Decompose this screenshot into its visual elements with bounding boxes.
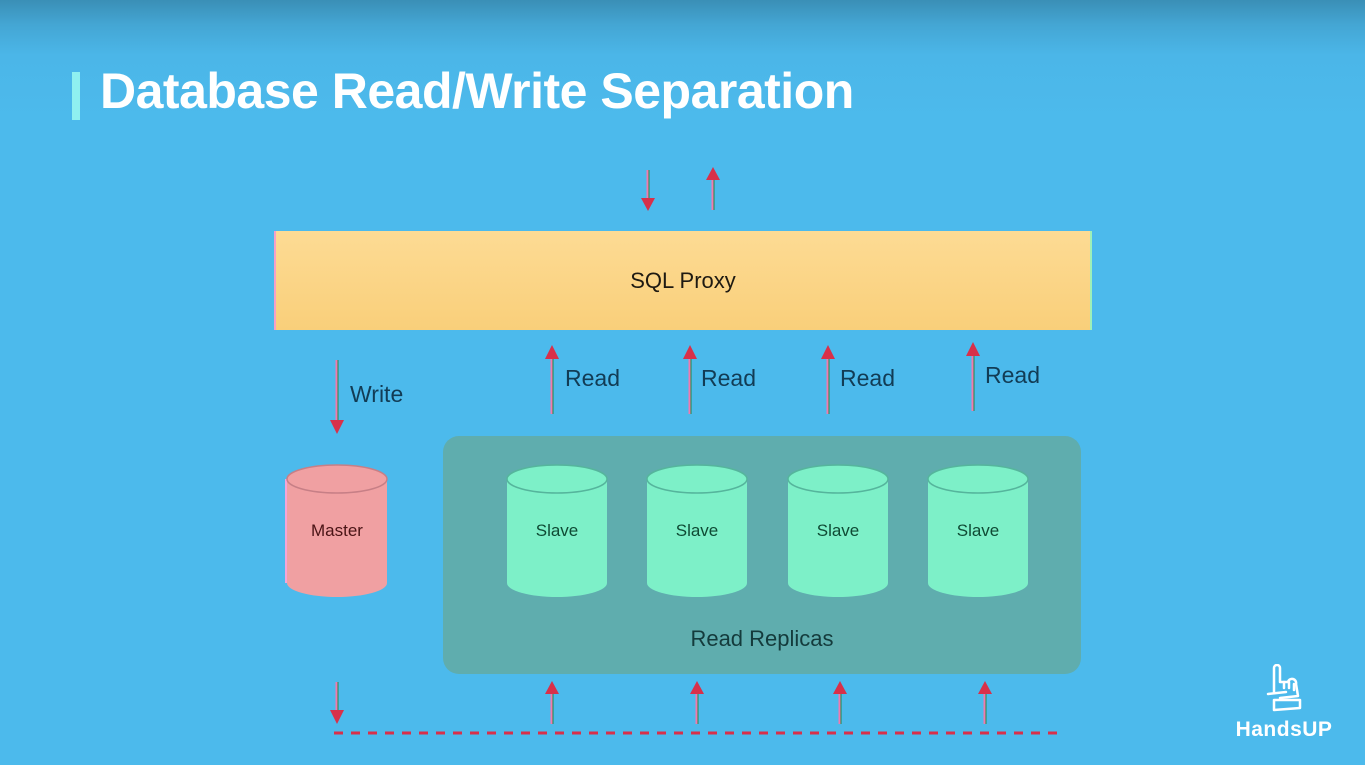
slave-database: Slave — [786, 463, 890, 599]
database-cylinder-icon — [506, 464, 608, 597]
read-arrow — [966, 342, 980, 411]
arrow-down-into-proxy — [641, 170, 655, 211]
master-label: Master — [311, 521, 363, 540]
replication-up-arrow — [545, 681, 559, 724]
database-cylinder-icon — [927, 464, 1029, 597]
write-arrow — [330, 360, 344, 434]
read-label: Read — [565, 365, 620, 391]
slave-label: Slave — [956, 521, 1000, 540]
slave-database: Slave — [645, 463, 749, 599]
slave-label: Slave — [816, 521, 860, 540]
replication-down-arrow — [330, 682, 344, 724]
read-label: Read — [985, 362, 1040, 388]
read-replicas-label: Read Replicas — [690, 626, 834, 651]
arrow-up-out-of-proxy — [706, 167, 720, 210]
read-arrow — [683, 345, 697, 414]
sql-proxy-label: SQL Proxy — [630, 267, 736, 293]
slave-label: Slave — [675, 521, 719, 540]
read-label: Read — [701, 365, 756, 391]
logo-text: HandsUP — [1235, 718, 1333, 741]
slave-database: Slave — [926, 463, 1030, 599]
database-cylinder-icon — [646, 464, 748, 597]
slide-title: Database Read/Write Separation — [100, 63, 854, 119]
read-arrow — [545, 345, 559, 414]
read-arrow — [821, 345, 835, 414]
slave-database: Slave — [505, 463, 609, 599]
slave-label: Slave — [535, 521, 579, 540]
replication-up-arrow — [833, 681, 847, 724]
write-label: Write — [350, 381, 404, 407]
pointing-hand-icon — [1266, 664, 1302, 712]
sql-proxy-box: SQL Proxy — [274, 231, 1092, 330]
handsup-logo: HandsUP — [1228, 662, 1340, 744]
replication-up-arrow — [690, 681, 704, 724]
master-database: Master — [285, 463, 389, 599]
read-label: Read — [840, 365, 895, 391]
replication-dashed-line — [334, 731, 1060, 735]
title-accent-bar — [72, 72, 80, 120]
database-cylinder-icon — [787, 464, 889, 597]
replication-up-arrow — [978, 681, 992, 724]
database-cylinder-icon — [285, 464, 388, 597]
